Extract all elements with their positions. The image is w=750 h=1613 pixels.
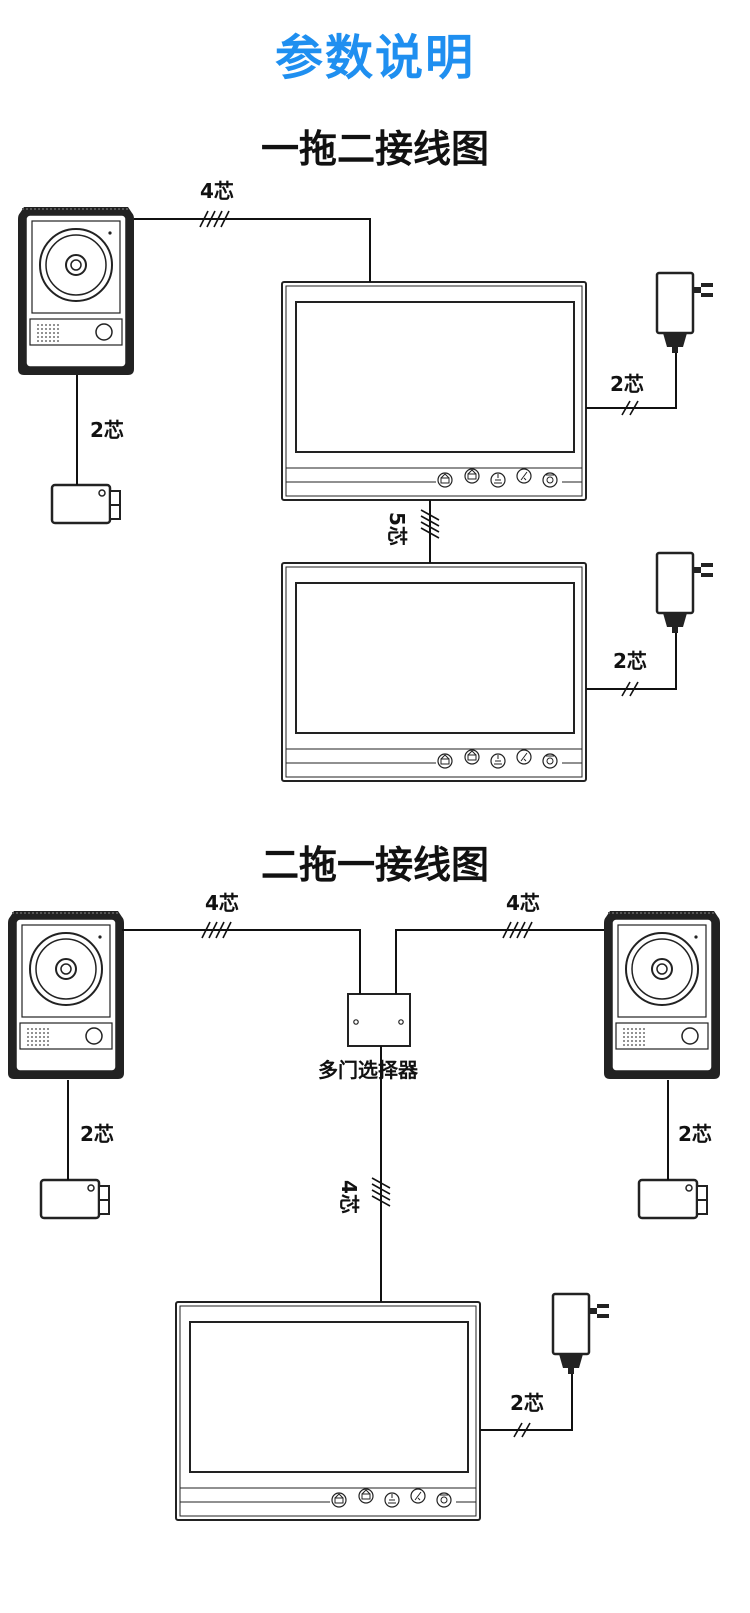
selector-label: 多门选择器 — [318, 1058, 419, 1082]
label-2-core-power-2: 2芯 — [613, 649, 647, 673]
section-2-monitor-icon — [175, 1301, 481, 1521]
right-electric-lock-icon — [637, 1178, 709, 1220]
section-1-diagram: 4芯 2芯 2芯 5芯 2芯 — [17, 179, 715, 782]
label-2-core-power: 2芯 — [510, 1391, 544, 1415]
label-4-core-right: 4芯 — [506, 891, 540, 915]
section-2-power-adapter-icon — [551, 1292, 611, 1376]
label-4-core: 4芯 — [200, 179, 234, 203]
label-2-core-power-1: 2芯 — [610, 372, 644, 396]
left-door-camera-icon — [7, 910, 125, 1080]
power-adapter-icon — [655, 271, 715, 355]
page-title: 参数说明 — [274, 30, 475, 86]
indoor-monitor-icon — [281, 281, 587, 501]
label-2-core-lock: 2芯 — [90, 418, 124, 442]
left-electric-lock-icon — [39, 1178, 111, 1220]
section-title-1: 一拖二接线图 — [260, 127, 489, 171]
label-4-core-monitor: 4芯 — [337, 1180, 361, 1214]
right-door-camera-icon — [603, 910, 721, 1080]
label-4-core-left: 4芯 — [205, 891, 239, 915]
power-adapter-2-icon — [655, 551, 715, 635]
section-title-2: 二拖一接线图 — [260, 843, 489, 887]
label-2-core-left-lock: 2芯 — [80, 1122, 114, 1146]
electric-lock-icon — [50, 483, 122, 525]
label-2-core-right-lock: 2芯 — [678, 1122, 712, 1146]
section-2-diagram: 多门选择器 4芯 4芯 2芯 2芯 4芯 2芯 — [7, 891, 721, 1521]
indoor-monitor-2-icon — [281, 562, 587, 782]
label-5-core: 5芯 — [385, 512, 409, 546]
door-camera-icon — [17, 206, 135, 376]
